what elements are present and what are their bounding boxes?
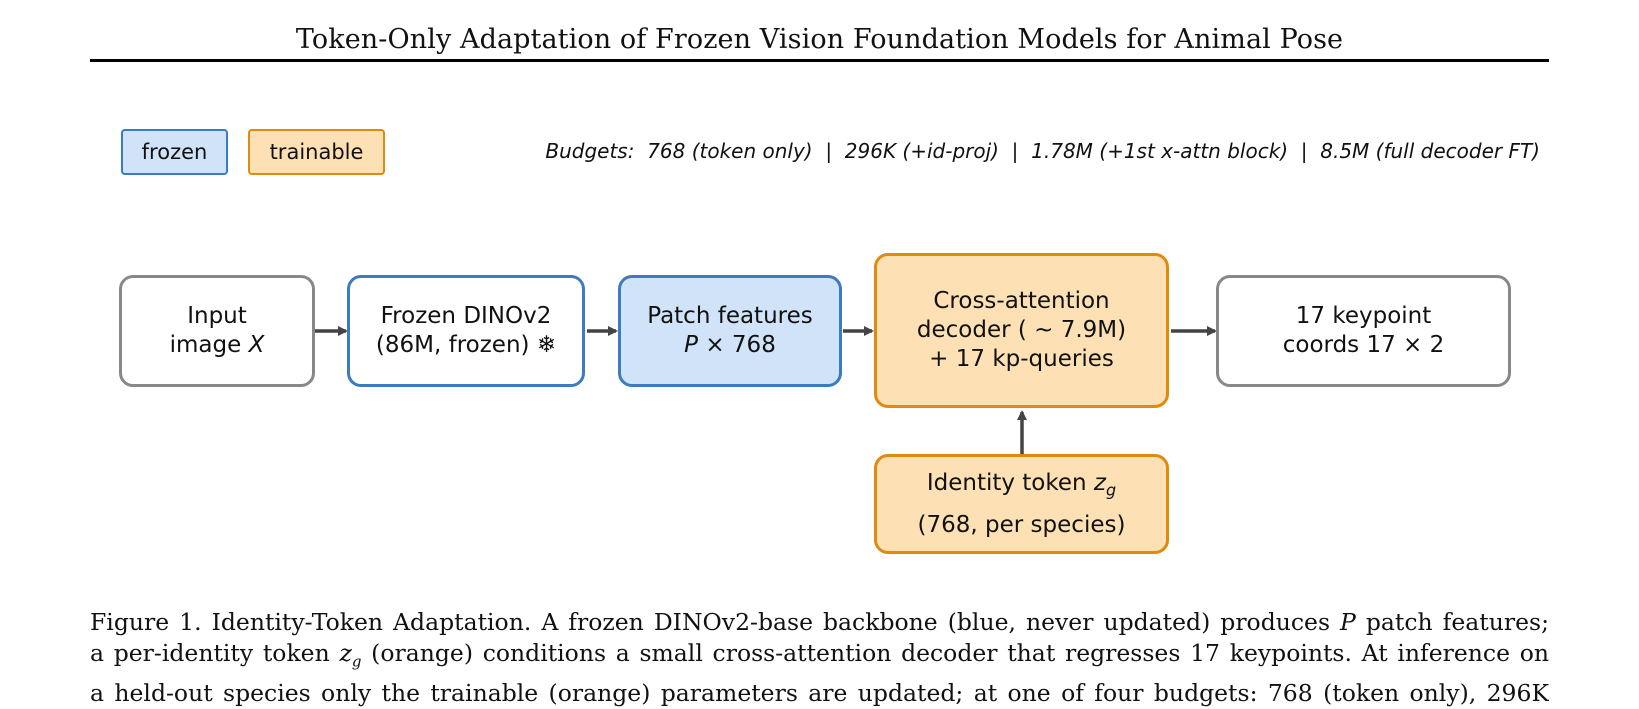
paper-header-title: Token-Only Adaptation of Frozen Vision F…	[295, 24, 1344, 55]
caption-line-3: a held-out species only the trainable (o…	[90, 678, 1549, 707]
decoder-node: Cross-attention decoder ( ∼ 7.9M) + 17 k…	[874, 253, 1169, 408]
identity-token-node: Identity token zg (768, per species)	[874, 454, 1169, 554]
backbone-node-line2: (86M, frozen) ❄	[375, 332, 557, 358]
decoder-node-line2: decoder ( ∼ 7.9M)	[916, 317, 1127, 343]
keypoint-output-node: 17 keypoint coords 17 × 2	[1216, 275, 1511, 387]
frozen-backbone-node: Frozen DINOv2 (86M, frozen) ❄	[347, 275, 585, 387]
input-node-line2: image X	[169, 332, 265, 358]
decoder-node-line3: + 17 kp-queries	[929, 346, 1114, 372]
output-node-line1: 17 keypoint	[1295, 303, 1432, 329]
figure-caption: Figure 1. Identity-Token Adaptation. A f…	[90, 607, 1549, 709]
input-image-node: Input image X	[119, 275, 315, 387]
caption-line-1: Figure 1. Identity-Token Adaptation. A f…	[90, 608, 1549, 636]
decoder-node-line1: Cross-attention	[933, 288, 1110, 314]
header-rule	[90, 59, 1549, 62]
legend-trainable: trainable	[248, 129, 385, 175]
patch-node-line2: P × 768	[684, 332, 776, 358]
patch-node-line1: Patch features	[647, 303, 813, 329]
patch-features-node: Patch features P × 768	[618, 275, 842, 387]
budgets-text: Budgets: 768 (token only) | 296K (+id-pr…	[545, 139, 1540, 163]
output-node-line2: coords 17 × 2	[1282, 332, 1445, 358]
flow-arrows	[315, 326, 1217, 454]
legend-frozen: frozen	[121, 129, 228, 175]
backbone-node-line1: Frozen DINOv2	[380, 303, 552, 329]
identity-node-line1: Identity token zg	[926, 470, 1117, 500]
input-node-line1: Input	[187, 303, 247, 329]
caption-line-2: a per-identity token zg (orange) conditi…	[90, 639, 1549, 671]
identity-node-line2: (768, per species)	[917, 511, 1126, 538]
